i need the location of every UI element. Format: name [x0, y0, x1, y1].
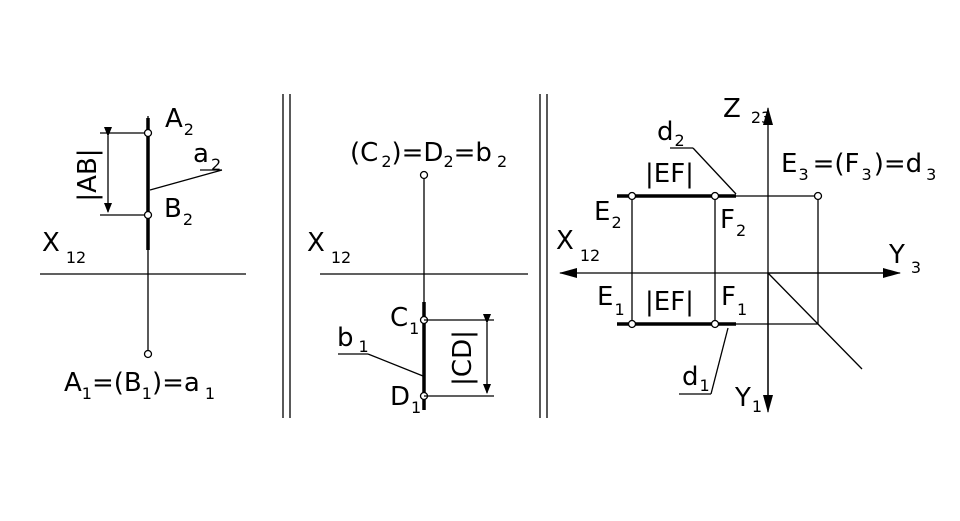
leader-d2 — [692, 147, 737, 195]
label-f2: F2 — [720, 205, 746, 240]
point-a2 — [143, 128, 153, 138]
label-d1: D1 — [390, 382, 421, 417]
point-c2-d2 — [419, 170, 429, 180]
leader-d1 — [710, 327, 729, 395]
label-d2: d2 — [657, 117, 685, 150]
label-e1: E1 — [597, 282, 625, 319]
leader-a2 — [149, 169, 223, 191]
label-ef-top: |EF| — [645, 159, 694, 189]
constant-line — [767, 272, 863, 370]
label-c1: C1 — [390, 303, 419, 338]
label-ab-length: |AB| — [73, 148, 103, 201]
point-f2 — [710, 191, 720, 201]
label-b2: B2 — [164, 194, 193, 229]
label-y1: Y1 — [734, 383, 762, 416]
point-f1 — [710, 319, 720, 329]
label-cd-length: |CD| — [448, 330, 478, 386]
label-f1: F1 — [721, 282, 747, 319]
point-e2 — [627, 191, 637, 201]
label-a2: A2 — [165, 104, 194, 139]
point-e1 — [627, 319, 637, 329]
leader-b1 — [367, 353, 424, 377]
point-b2 — [143, 210, 153, 220]
label-e2: E2 — [594, 197, 622, 232]
label-ef-bottom: |EF| — [645, 287, 694, 317]
label-d1: d1 — [682, 362, 710, 395]
point-a1-b1 — [143, 349, 153, 359]
point-e3-f3 — [813, 191, 823, 201]
